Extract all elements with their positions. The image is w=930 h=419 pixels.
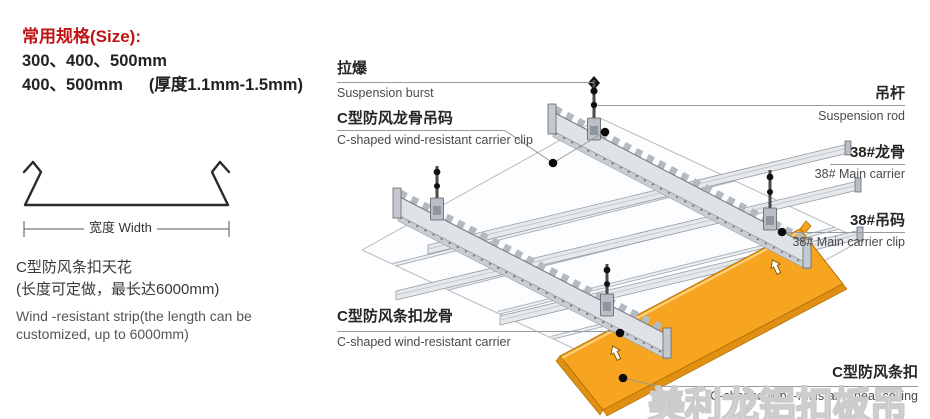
product-name-en-line2: customized, up to 6000mm) bbox=[16, 326, 189, 342]
label-suspension-rod-cn: 吊杆 bbox=[874, 85, 905, 102]
spec-sizes-line1: 300、400、500mm bbox=[22, 52, 167, 70]
label-main-carrier-clip-cn: 38#吊码 bbox=[849, 212, 905, 229]
product-name-en-line1: Wind -resistant strip(the length can be bbox=[16, 308, 252, 324]
suspension-rod-3 bbox=[600, 264, 614, 317]
label-wind-carrier-en: C-shaped wind-resistant carrier bbox=[337, 335, 511, 349]
label-carrier-clip-cn: C型防风龙骨吊码 bbox=[337, 110, 453, 127]
linear-ceiling-panel bbox=[555, 220, 848, 417]
label-suspension-burst-cn: 拉爆 bbox=[337, 60, 368, 77]
width-dimension-label: 宽度 Width bbox=[84, 220, 157, 236]
label-main-carrier-cn: 38#龙骨 bbox=[849, 144, 905, 161]
spec-thickness-note: (厚度1.1mm-1.5mm) bbox=[148, 76, 303, 94]
suspension-rod-4 bbox=[430, 166, 444, 221]
leader-dots bbox=[548, 127, 787, 383]
product-name-cn: C型防风条扣天花 bbox=[16, 259, 132, 276]
leader-lines bbox=[337, 82, 918, 387]
spec-title: 常用规格(Size): bbox=[22, 27, 141, 46]
strip-profile bbox=[22, 160, 231, 207]
spec-sizes-line2-value: 400、500mm bbox=[22, 76, 123, 94]
watermark-text: 美利龙铝扣板吊顶 bbox=[647, 384, 908, 419]
label-carrier-clip-en: C-shaped wind-resistant carrier clip bbox=[337, 133, 533, 147]
label-suspension-rod-en: Suspension rod bbox=[818, 109, 905, 123]
label-suspension-burst-en: Suspension burst bbox=[337, 86, 434, 100]
suspension-rod-1 bbox=[587, 76, 601, 141]
label-main-carrier-clip-en: 38# Main carrier clip bbox=[792, 235, 905, 249]
panel-arrow-2 bbox=[610, 345, 622, 361]
product-length-note-cn: (长度可定做，最长达6000mm) bbox=[16, 281, 220, 298]
main-carrier-1 bbox=[427, 140, 852, 255]
label-wind-carrier-cn: C型防风条扣龙骨 bbox=[337, 308, 453, 325]
panel-arrow-1 bbox=[770, 259, 782, 275]
label-linear-ceiling-cn: C型防风条扣 bbox=[832, 364, 918, 381]
label-linear-ceiling-en: C-shaped wind-resistant linear ceiling bbox=[710, 389, 918, 403]
label-main-carrier-en: 38# Main carrier bbox=[814, 167, 905, 181]
spec-sizes-line2: 400、500mm (厚度1.1mm-1.5mm) bbox=[22, 76, 303, 95]
suspension-rod-2 bbox=[763, 170, 777, 231]
